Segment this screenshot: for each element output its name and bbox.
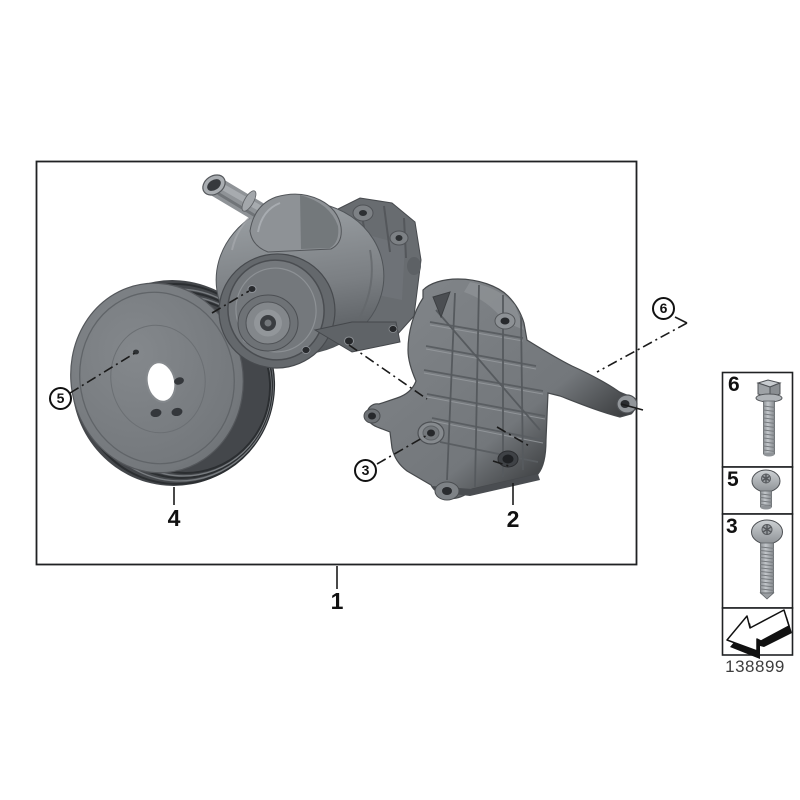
pump-flange-hole	[247, 285, 257, 293]
legend-cell-6[interactable]	[721, 371, 794, 468]
legend-cell-5[interactable]	[721, 466, 794, 515]
leader-line-6	[596, 316, 688, 411]
bracket-boss-hole	[427, 429, 435, 437]
leader-line-3	[348, 344, 532, 468]
callout-2[interactable]: 2	[506, 506, 520, 532]
leader-line-5	[69, 290, 250, 394]
callout-6[interactable]: 6	[652, 297, 675, 320]
drawing-number: 138899	[725, 657, 785, 676]
direction-arrow-icon	[726, 609, 792, 659]
power-steering-pump-illustration	[202, 174, 422, 369]
callout-3[interactable]: 3	[354, 459, 377, 482]
callout-1[interactable]: 1	[330, 588, 344, 614]
diagram-frame	[35, 160, 638, 566]
torx-screw-long-icon	[751, 519, 783, 600]
pump-mount-hole	[344, 336, 354, 346]
legend-cell-3[interactable]	[721, 513, 794, 609]
callout-5[interactable]: 5	[49, 387, 72, 410]
legend-label-3[interactable]: 3	[726, 515, 738, 538]
legend-label-6[interactable]: 6	[728, 373, 740, 396]
legend-cell-arrow[interactable]	[721, 607, 794, 659]
torx-screw-short-icon	[751, 469, 781, 510]
hex-flange-bolt-icon	[755, 379, 783, 457]
legend-label-5[interactable]: 5	[727, 468, 739, 491]
callout-4[interactable]: 4	[167, 505, 181, 531]
bracket-illustration-part-2	[363, 278, 638, 501]
